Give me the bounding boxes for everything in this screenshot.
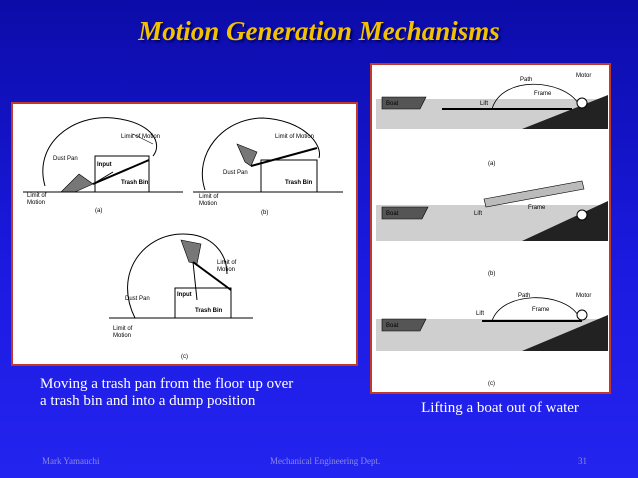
label-dust-pan-b: Dust Pan	[223, 170, 248, 176]
label-lift-b: Lift	[474, 211, 482, 217]
dust-pan-b	[236, 143, 258, 167]
label-sub-c: (c)	[181, 354, 188, 360]
label-boat-sub-b: (b)	[488, 271, 495, 277]
boat-subfigure-c: Boat Lift Path Frame Motor (c)	[376, 293, 608, 387]
label-motor-c: Motor	[576, 293, 591, 299]
footer-page-number: 31	[578, 456, 587, 466]
label-boat-a: Boat	[386, 101, 399, 107]
lift-b	[483, 180, 585, 208]
label-boat-sub-a: (a)	[488, 161, 495, 167]
label-limit-of-b: Limit of	[199, 194, 219, 200]
link-c	[192, 261, 232, 291]
path-c	[491, 297, 579, 322]
label-trash-bin-a: Trash Bin	[121, 180, 149, 186]
label-boat-sub-c: (c)	[488, 381, 495, 387]
label-boat-c: Boat	[386, 323, 399, 329]
boat-lift-diagram: Boat Lift Path Frame Motor (a) Boat Lift…	[370, 63, 611, 394]
path-a	[491, 83, 579, 110]
label-frame-c: Frame	[532, 307, 550, 313]
link2-a	[92, 171, 114, 185]
subfigure-b: Limit of Motion Trash Bin Dust Pan Limit…	[193, 117, 343, 216]
dust-pan-a	[60, 173, 94, 193]
footer-author: Mark Yamauchi	[42, 456, 100, 466]
link-b	[250, 147, 318, 167]
label-trash-bin-b: Trash Bin	[285, 180, 313, 186]
slide-title: Motion Generation Mechanisms	[138, 16, 500, 46]
label-frame-b: Frame	[528, 205, 546, 211]
dust-pan-c	[180, 239, 202, 265]
link2-c	[192, 261, 198, 301]
label-motion-c: Motion	[113, 333, 131, 339]
caption-trash-pan: Moving a trash pan from the floor up ove…	[40, 376, 360, 410]
trash-bin-a	[94, 155, 150, 193]
boat-subfigure-a: Boat Lift Path Frame Motor (a)	[376, 73, 608, 167]
label-boat-b: Boat	[386, 211, 399, 217]
trash-pan-svg: Limit of Motion Input Trash Bin Dust Pan…	[23, 117, 343, 360]
label-limit-of-a: Limit of	[27, 193, 47, 199]
motor-a	[576, 97, 588, 109]
trash-pan-diagram: Limit of Motion Input Trash Bin Dust Pan…	[11, 102, 358, 366]
boat-subfigure-b: Boat Lift Frame (b)	[376, 180, 608, 277]
trash-bin-b	[260, 159, 318, 193]
label-sub-a: (a)	[95, 208, 102, 214]
label-dust-pan-c: Dust Pan	[125, 296, 150, 302]
label-limit-of-c2: Limit of	[113, 326, 133, 332]
boat-b	[381, 206, 429, 220]
caption-boat: Lifting a boat out of water	[421, 400, 579, 416]
label-motor-a: Motor	[576, 73, 591, 79]
shore-b	[522, 201, 608, 241]
link-a	[92, 159, 150, 185]
boat-a	[381, 96, 427, 110]
label-motion-b: Motion	[199, 201, 217, 207]
footer-department: Mechanical Engineering Dept.	[270, 456, 381, 466]
label-lift-c: Lift	[476, 311, 484, 317]
caption-left-line2: a trash bin and into a dump position	[40, 393, 256, 409]
caption-left-line1: Moving a trash pan from the floor up ove…	[40, 376, 294, 392]
label-lift-a: Lift	[480, 101, 488, 107]
subfigure-a: Limit of Motion Input Trash Bin Dust Pan…	[23, 117, 183, 214]
motor-c	[576, 309, 588, 321]
label-frame-a: Frame	[534, 91, 552, 97]
path-curve-c	[127, 233, 228, 319]
label-sub-b: (b)	[261, 210, 268, 216]
label-input-c: Input	[177, 292, 192, 298]
label-limit-of-motion-a: Limit of Motion	[121, 134, 160, 140]
leader-a	[132, 133, 154, 145]
label-limit-of-motion-b: Limit of Motion	[275, 134, 314, 140]
label-limit-of-c: Limit of	[217, 260, 237, 266]
path-curve-a	[42, 117, 158, 187]
label-motion-a: Motion	[27, 200, 45, 206]
path-curve-b	[201, 117, 320, 191]
motor-b	[576, 209, 588, 221]
boat-lift-svg: Boat Lift Path Frame Motor (a) Boat Lift…	[376, 73, 608, 387]
label-path-c: Path	[518, 293, 530, 299]
label-input-a: Input	[97, 162, 112, 168]
label-path-a: Path	[520, 77, 532, 83]
subfigure-c: Limit of Motion Input Trash Bin Dust Pan…	[109, 233, 253, 360]
label-dust-pan-a: Dust Pan	[53, 156, 78, 162]
label-motion-c-top: Motion	[217, 267, 235, 273]
label-trash-bin-c: Trash Bin	[195, 308, 223, 314]
boat-c	[381, 318, 427, 332]
shore-c	[522, 315, 608, 351]
